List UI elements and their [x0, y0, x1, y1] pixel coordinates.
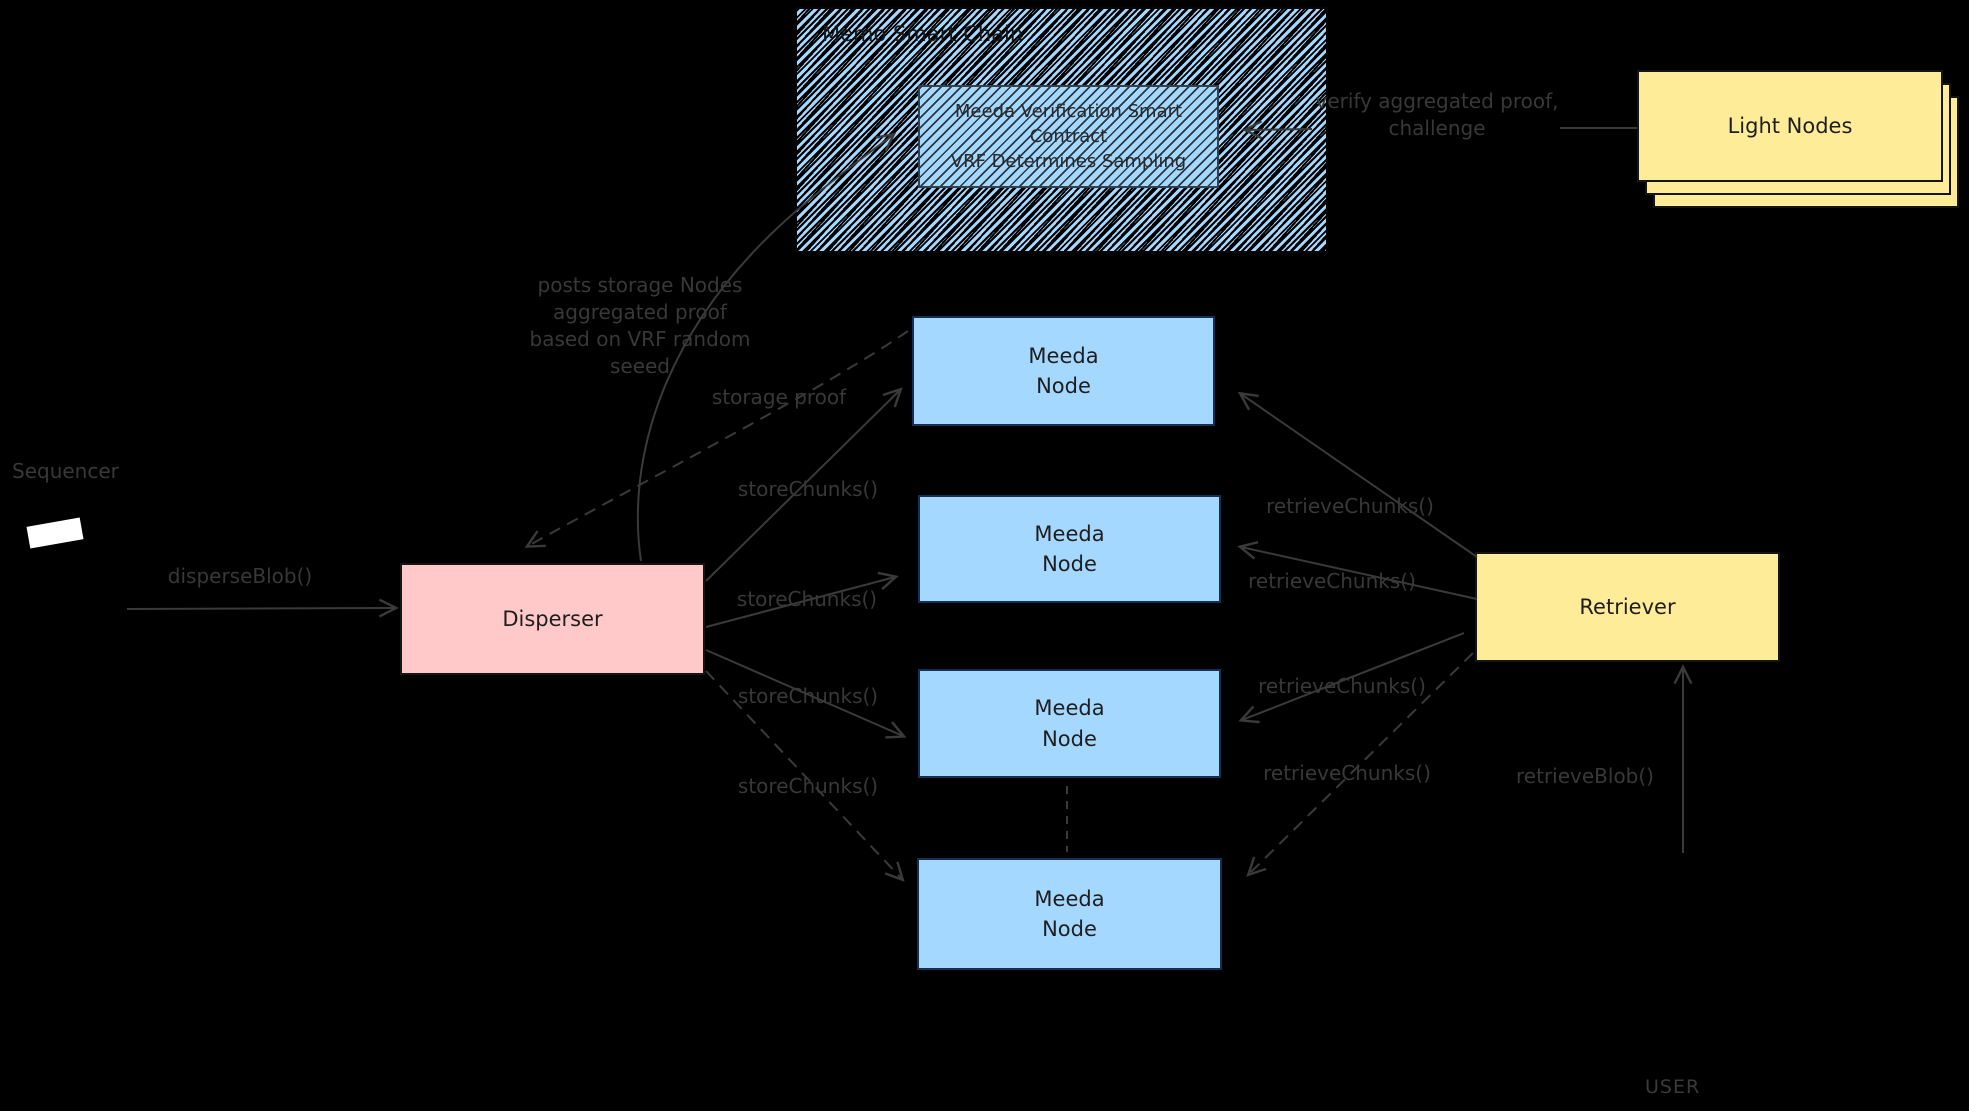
verification-contract-box: Meeda Verification Smart Contract VRF De… — [918, 85, 1219, 188]
meeda-node-3-line1: Meeda — [1034, 696, 1105, 721]
disperser-label: Disperser — [502, 606, 603, 631]
meeda-node-2-line2: Node — [1042, 552, 1097, 576]
posts-proof-label: posts storage Nodes aggregated proof bas… — [529, 272, 750, 380]
verify-proof-line2: challenge — [1388, 116, 1486, 140]
light-nodes-box: Light Nodes — [1637, 70, 1943, 182]
memo-smart-chain-title: Memo Smart Chain — [822, 22, 1024, 46]
store-chunks-label-3: storeChunks() — [737, 684, 879, 708]
verify-proof-line1: verify aggregated proof, — [1315, 89, 1559, 113]
sequencer-paper-icon — [26, 517, 84, 549]
retriever-label: Retriever — [1579, 594, 1676, 619]
verify-proof-label: verify aggregated proof, challenge — [1315, 88, 1558, 142]
verification-contract-line2: Contract — [1029, 125, 1108, 147]
storage-proof-label: storage proof — [711, 385, 847, 409]
meeda-node-1-line1: Meeda — [1028, 343, 1099, 368]
store-chunks-label-2: storeChunks() — [736, 587, 878, 611]
meeda-node-1-line2: Node — [1036, 374, 1091, 398]
arrow-disperse-blob — [126, 608, 395, 609]
meeda-node-1: Meeda Node — [912, 316, 1215, 426]
disperser-box: Disperser — [400, 563, 705, 675]
user-label: USER — [1645, 1076, 1701, 1098]
meeda-node-4-line2: Node — [1042, 917, 1097, 941]
meeda-node-2: Meeda Node — [918, 495, 1221, 603]
posts-proof-line3: based on VRF random — [529, 327, 751, 351]
meeda-node-3: Meeda Node — [918, 669, 1221, 778]
retrieve-blob-label: retrieveBlob() — [1516, 764, 1654, 788]
store-chunks-label-1: storeChunks() — [737, 477, 879, 501]
store-chunks-label-4: storeChunks() — [737, 774, 879, 798]
retrieve-chunks-label-1: retrieveChunks() — [1266, 494, 1434, 518]
retrieve-chunks-label-4: retrieveChunks() — [1263, 761, 1431, 785]
meeda-node-3-line2: Node — [1042, 726, 1097, 751]
verification-contract-line3: VRF Determines Sampling — [950, 151, 1187, 173]
retriever-box: Retriever — [1475, 552, 1780, 662]
posts-proof-line1: posts storage Nodes — [537, 273, 743, 297]
disperse-blob-label: disperseBlob() — [167, 564, 313, 588]
posts-proof-line4: seeed — [609, 354, 671, 378]
light-nodes-label: Light Nodes — [1727, 114, 1853, 138]
verification-contract-line1: Meeda Verification Smart — [954, 100, 1183, 122]
meeda-node-2-line1: Meeda — [1034, 521, 1105, 546]
sequencer-label: Sequencer — [12, 459, 119, 483]
retrieve-chunks-label-3: retrieveChunks() — [1258, 674, 1426, 698]
meeda-node-4-line1: Meeda — [1034, 886, 1105, 911]
retrieve-chunks-label-2: retrieveChunks() — [1248, 569, 1416, 593]
arrow-retrieve-chunks-1 — [1241, 394, 1478, 558]
posts-proof-line2: aggregated proof — [553, 300, 727, 324]
meeda-node-4: Meeda Node — [917, 858, 1222, 970]
